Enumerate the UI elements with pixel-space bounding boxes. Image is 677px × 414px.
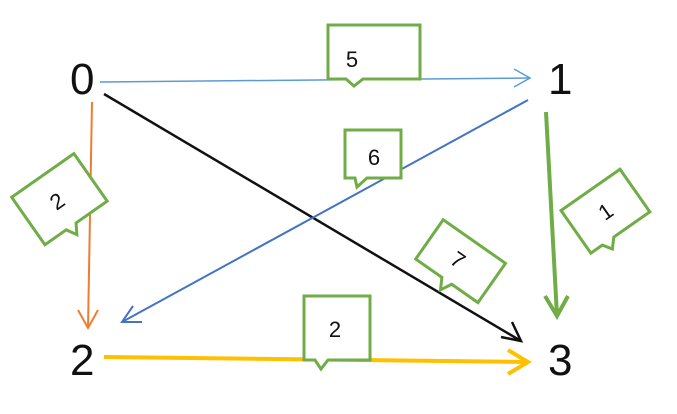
weight-callout-1-2: 6 [343, 128, 403, 190]
node-1-label: 1 [548, 55, 572, 104]
weight-callout-1-3: 1 [558, 167, 652, 256]
weight-2-3: 2 [329, 317, 341, 342]
edge-1-3 [543, 111, 570, 321]
node-0-label: 0 [70, 55, 94, 104]
weight-callout-0-2: 2 [9, 151, 110, 247]
edge-1-2 [120, 99, 529, 323]
edge-0-1 [99, 68, 532, 88]
weight-0-1: 5 [346, 47, 358, 72]
weight-callout-0-3: 7 [413, 217, 508, 305]
weight-callout-0-1: 5 [326, 23, 422, 88]
weight-1-2: 6 [368, 145, 380, 170]
node-3-label: 3 [548, 336, 572, 385]
weight-callout-2-3: 2 [302, 294, 372, 372]
node-2-label: 2 [70, 336, 94, 385]
